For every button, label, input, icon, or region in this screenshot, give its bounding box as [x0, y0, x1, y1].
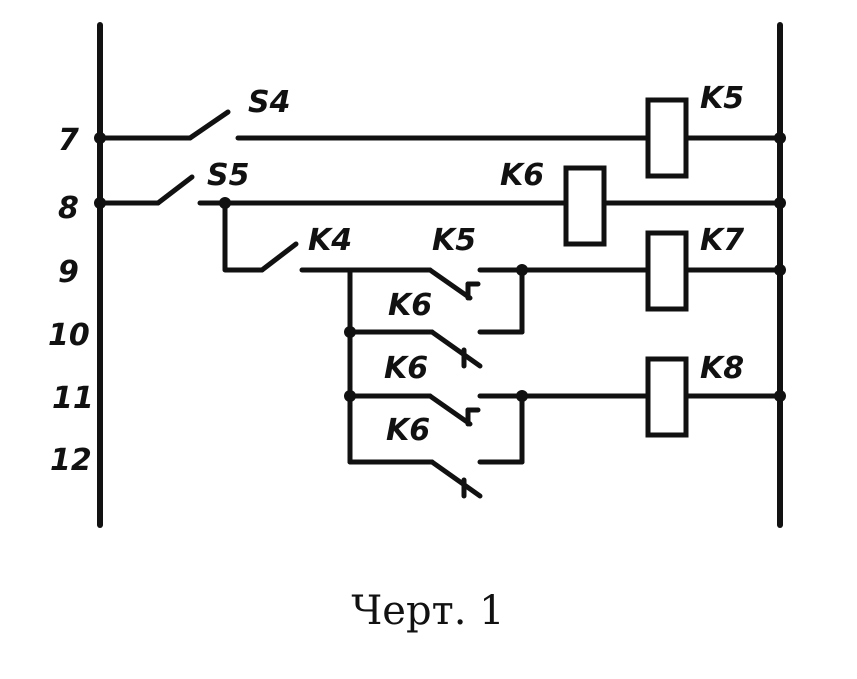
rung-9: K5 K7 K6 — [347, 223, 786, 369]
k6-contact-c — [429, 459, 483, 499]
k5-coil — [645, 97, 689, 179]
row-label-12: 12 — [50, 443, 92, 478]
s4-label: S4 — [248, 85, 290, 120]
k6-contact-a-label: K6 — [388, 288, 432, 323]
rung-8: S5 K6 — [94, 158, 786, 247]
rung-7: S4 K5 — [94, 81, 786, 179]
k5-coil-label: K5 — [700, 81, 744, 116]
k7-coil — [645, 230, 689, 312]
row-label-11: 11 — [52, 381, 94, 416]
k8-coil — [645, 356, 689, 438]
k4-branch: K4 — [222, 200, 353, 273]
k6-contact-b-label: K6 — [384, 351, 428, 386]
k6-contact-c-label: K6 — [386, 413, 430, 448]
row-labels: 7 8 9 10 11 12 — [48, 123, 94, 478]
s4-contact — [187, 109, 231, 141]
row-label-10: 10 — [48, 318, 90, 353]
s5-label: S5 — [207, 158, 249, 193]
k6-coil — [563, 165, 607, 247]
k5-contact-label: K5 — [432, 223, 476, 258]
k4-label: K4 — [308, 223, 352, 258]
row-label-8: 8 — [58, 191, 79, 226]
s5-contact — [155, 174, 195, 206]
row-label-9: 9 — [58, 255, 79, 290]
rung-11: K6 K8 K6 — [347, 351, 786, 499]
k4-contact — [259, 241, 299, 273]
row-label-7: 7 — [58, 123, 79, 158]
k7-coil-label: K7 — [700, 223, 744, 258]
figure-caption: Черт. 1 — [351, 588, 504, 634]
k5-contact — [427, 267, 473, 301]
k6-coil-label: K6 — [500, 158, 544, 193]
k6-contact-b — [427, 393, 473, 427]
k6-contact-a — [429, 329, 483, 369]
k8-coil-label: K8 — [700, 351, 744, 386]
